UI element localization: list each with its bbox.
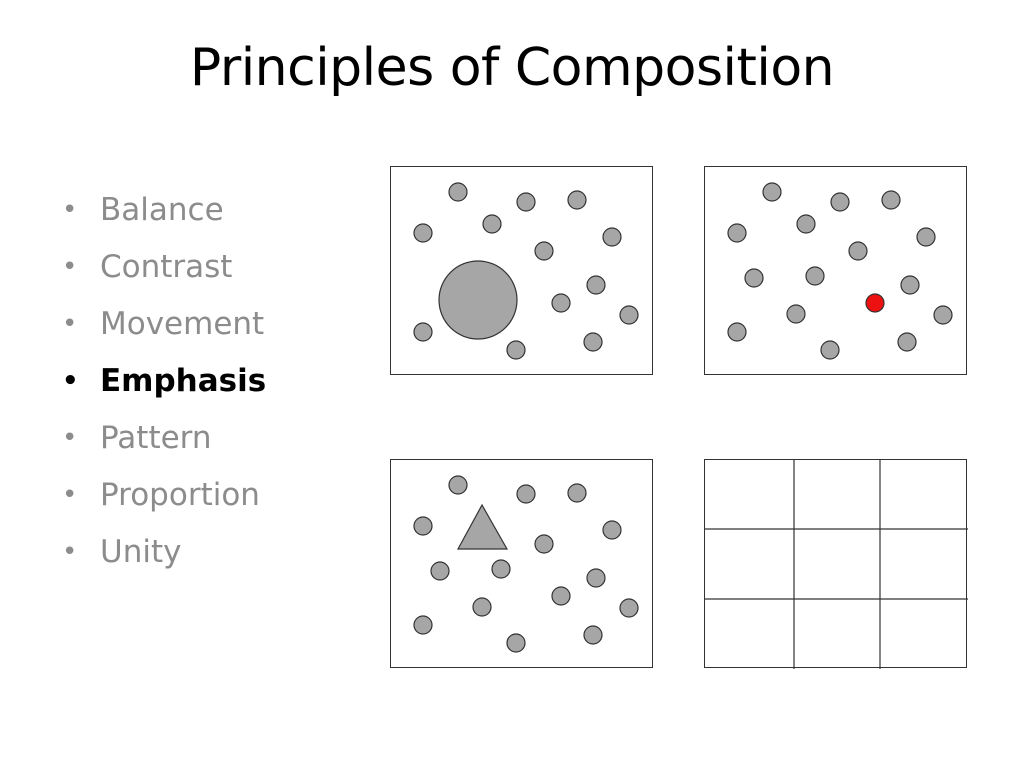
small-circle (551, 293, 571, 313)
small-circle (586, 568, 606, 588)
bullet-item-proportion: • Proportion (60, 467, 266, 524)
small-circle (534, 534, 554, 554)
small-circle (805, 266, 825, 286)
bullet-label: Emphasis (100, 363, 267, 399)
small-circle (881, 190, 901, 210)
bullet-item-balance: • Balance (60, 182, 266, 239)
bullet-item-emphasis: • Emphasis (60, 353, 266, 410)
small-circle (830, 192, 850, 212)
small-circle (516, 484, 536, 504)
panel-large-circle (390, 166, 653, 375)
small-circle (602, 520, 622, 540)
bullet-dot-icon: • (62, 423, 78, 453)
small-circle (491, 559, 511, 579)
bullet-label: Proportion (100, 477, 260, 513)
bullet-dot-icon: • (62, 537, 78, 567)
slide-title: Principles of Composition (189, 38, 835, 98)
bullet-item-unity: • Unity (60, 524, 266, 581)
bullet-dot-icon: • (62, 366, 79, 396)
small-circle (933, 305, 953, 325)
small-circle (744, 268, 764, 288)
panel-triangle (390, 459, 653, 668)
small-circle (602, 227, 622, 247)
small-circle (472, 597, 492, 617)
small-circle (916, 227, 936, 247)
small-circle (583, 332, 603, 352)
bullet-dot-icon: • (62, 480, 78, 510)
small-circle (448, 475, 468, 495)
small-circle (551, 586, 571, 606)
small-circle (583, 625, 603, 645)
small-circle (727, 223, 747, 243)
bullet-label: Pattern (100, 420, 212, 456)
small-circle (413, 516, 433, 536)
panel-red-dot (704, 166, 967, 375)
small-circle (567, 190, 587, 210)
bullet-item-pattern: • Pattern (60, 410, 266, 467)
small-circle (848, 241, 868, 261)
bullet-label: Balance (100, 192, 224, 228)
small-circle (413, 322, 433, 342)
red-dot-diagram (727, 182, 953, 360)
large-circle (438, 260, 518, 340)
small-circle (413, 223, 433, 243)
small-circle (820, 340, 840, 360)
bullet-list: • Balance • Contrast • Movement • Emphasis •… (60, 182, 266, 581)
small-circle (796, 214, 816, 234)
large-circle-diagram (413, 182, 639, 360)
bullet-label: Contrast (100, 249, 233, 285)
small-circle (786, 304, 806, 324)
small-circle (619, 598, 639, 618)
triangle-diagram (413, 475, 639, 653)
small-circle (897, 332, 917, 352)
bullet-label: Movement (100, 306, 265, 342)
small-circle (762, 182, 782, 202)
small-circle (727, 322, 747, 342)
bullet-item-contrast: • Contrast (60, 239, 266, 296)
bullet-dot-icon: • (62, 252, 78, 282)
red-circle (865, 293, 885, 313)
small-circle (448, 182, 468, 202)
panel-grid (704, 459, 968, 669)
small-circle (534, 241, 554, 261)
small-circle (482, 214, 502, 234)
bullet-dot-icon: • (62, 195, 78, 225)
triangle (456, 503, 509, 550)
bullet-item-movement: • Movement (60, 296, 266, 353)
small-circle (516, 192, 536, 212)
small-circle (586, 275, 606, 295)
grid-diagram (705, 460, 968, 669)
small-circle (900, 275, 920, 295)
small-circle (567, 483, 587, 503)
small-circle (413, 615, 433, 635)
bullet-label: Unity (100, 534, 182, 570)
small-circle (506, 633, 526, 653)
small-circle (506, 340, 526, 360)
bullet-dot-icon: • (62, 309, 78, 339)
small-circle (430, 561, 450, 581)
small-circle (619, 305, 639, 325)
